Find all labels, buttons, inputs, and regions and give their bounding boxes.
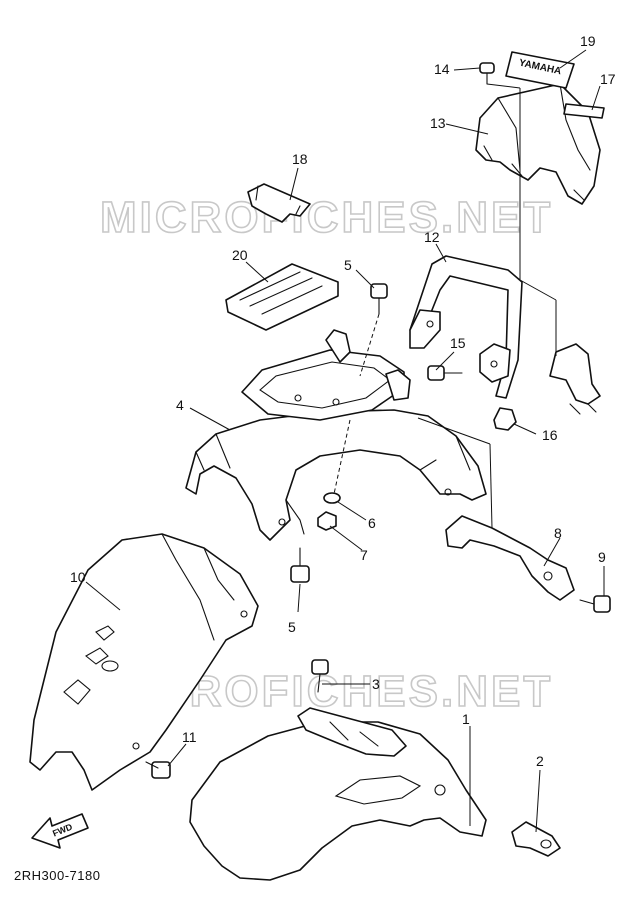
callout-leaders (85, 49, 605, 833)
callout-5-upper: 5 (344, 257, 352, 273)
part-13-tail-cover[interactable] (475, 83, 601, 205)
part-2-clamp[interactable] (511, 821, 561, 857)
part-14-screw[interactable] (479, 62, 495, 85)
callout-8: 8 (554, 525, 562, 541)
part-7-nut[interactable] (317, 511, 337, 531)
callout-11: 11 (182, 729, 197, 745)
callout-20: 20 (232, 247, 248, 263)
callout-6: 6 (368, 515, 376, 531)
callout-3: 3 (372, 676, 380, 692)
part-9-bolt[interactable] (579, 595, 611, 613)
part-5-bolt-lower[interactable] (290, 547, 310, 583)
part-11-screw[interactable] (145, 761, 171, 779)
part-1-front-fender[interactable] (189, 707, 487, 881)
part-8-bracket[interactable] (445, 515, 575, 601)
callout-18: 18 (292, 151, 308, 167)
part-3-bolt[interactable] (311, 659, 329, 693)
part-19-emblem[interactable]: YAMAHA (505, 51, 575, 89)
fwd-arrow: FWD (31, 813, 89, 849)
part-12-grab-bar[interactable] (409, 255, 523, 399)
callout-7: 7 (360, 547, 368, 563)
callout-5-lower: 5 (288, 619, 296, 635)
part-17-strip[interactable] (563, 103, 605, 119)
part-15-bolt[interactable] (427, 365, 463, 381)
callout-12: 12 (424, 229, 440, 245)
callout-9: 9 (598, 549, 606, 565)
part-18-clip[interactable] (247, 183, 311, 223)
callout-2: 2 (536, 753, 544, 769)
assembly-lines (333, 83, 557, 529)
callout-4: 4 (176, 397, 184, 413)
part-6-washer[interactable] (323, 492, 341, 504)
part-20-pad[interactable] (225, 263, 339, 331)
frame-stub (549, 343, 601, 415)
callout-19: 19 (580, 33, 596, 49)
callout-labels: 1 2 3 4 5 5 6 7 8 9 10 11 12 13 14 15 16… (70, 33, 616, 769)
callout-13: 13 (430, 115, 446, 131)
watermark-top: MICROFICHES.NET (100, 193, 553, 242)
part-5-bolt-upper[interactable] (370, 283, 388, 315)
diagram-code: 2RH300-7180 (14, 868, 100, 883)
callout-14: 14 (434, 61, 450, 77)
callout-16: 16 (542, 427, 558, 443)
callout-17: 17 (600, 71, 616, 87)
callout-10: 10 (70, 569, 86, 585)
callout-1: 1 (462, 711, 470, 727)
part-10-mud-guard[interactable] (29, 533, 259, 791)
callout-15: 15 (450, 335, 466, 351)
part-16-clip-nut[interactable] (493, 407, 517, 431)
part-4-rear-fender[interactable] (185, 329, 487, 541)
